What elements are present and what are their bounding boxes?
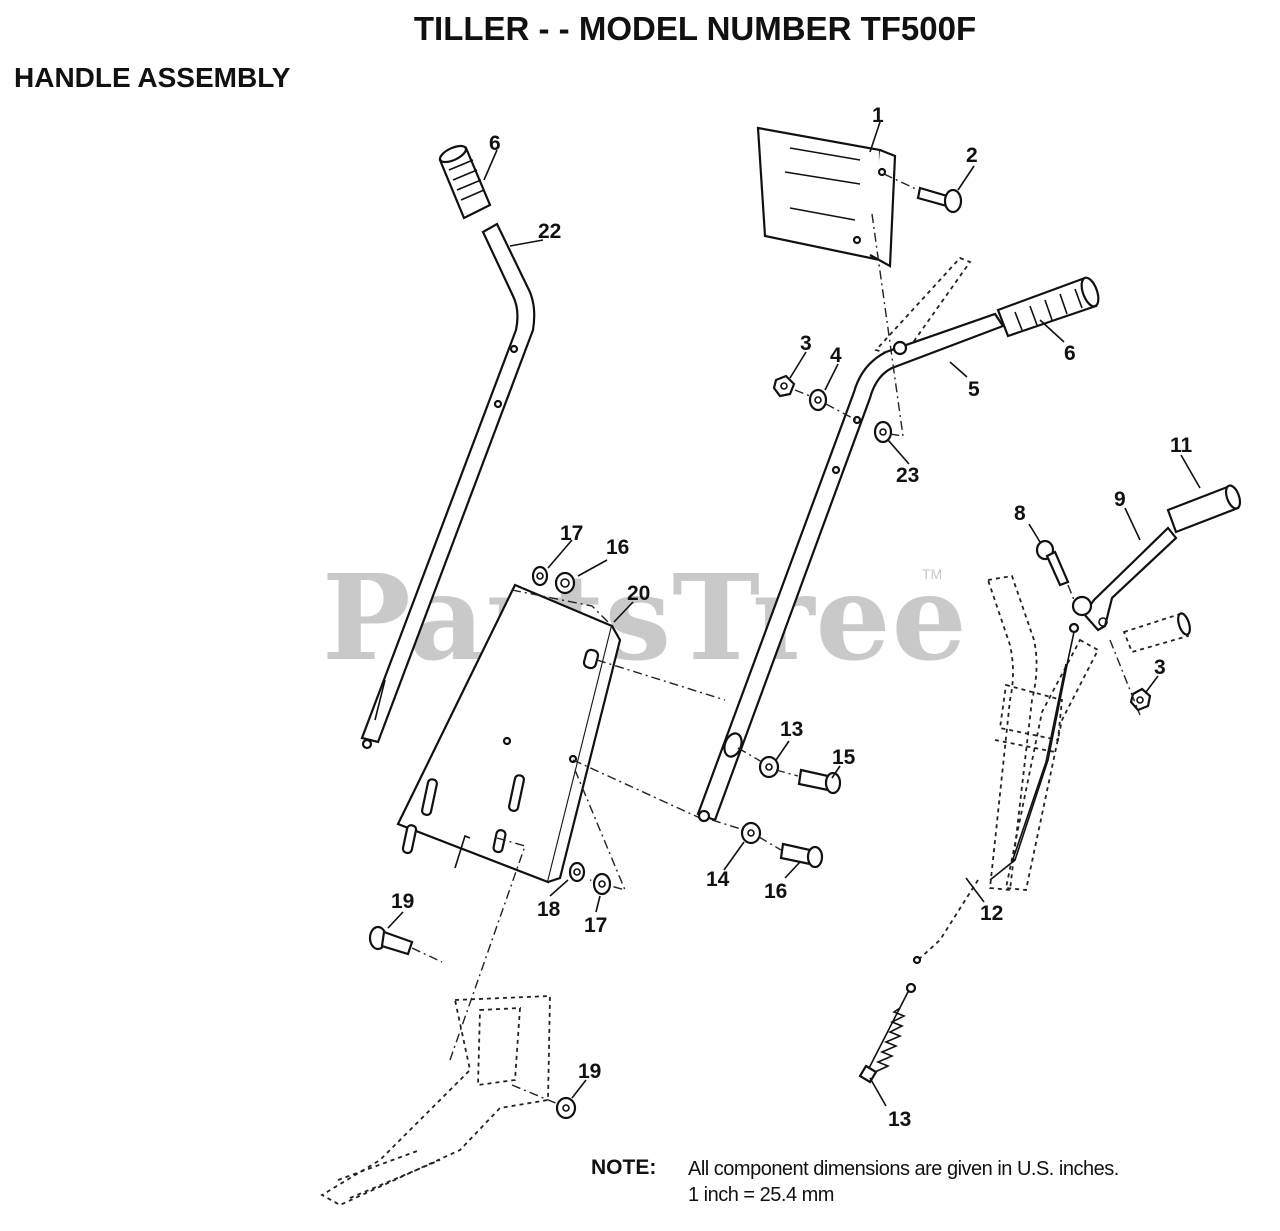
part-16-washer-bottom[interactable] — [592, 872, 612, 896]
callout-18: 19 — [578, 1060, 601, 1083]
part-15-bolt[interactable] — [779, 842, 824, 869]
callout-5: 5 — [968, 378, 980, 401]
note-text: All component dimensions are given in U.… — [688, 1156, 1119, 1208]
part-6-grip-right[interactable] — [996, 276, 1102, 338]
part-4-washer[interactable] — [808, 388, 828, 412]
part-2-bolt[interactable] — [916, 186, 963, 214]
grip-ghost-right — [1122, 612, 1191, 654]
tiller-frame-outline — [320, 995, 551, 1207]
part-19-bolt[interactable] — [368, 925, 414, 956]
callout-6-right: 6 — [1064, 342, 1076, 365]
part-16-washer-top[interactable] — [554, 571, 576, 595]
callout-14: 15 — [832, 746, 856, 769]
note-line-2: 1 inch = 25.4 mm — [688, 1184, 834, 1206]
part-23-washer[interactable] — [873, 420, 893, 444]
handle-ghost-outline — [986, 574, 1100, 891]
callout-17-top: 17 — [560, 522, 583, 545]
callout-2: 2 — [966, 144, 978, 167]
callout-3-right: 3 — [1154, 656, 1166, 679]
callout-15: 16 — [764, 880, 787, 903]
callout-6-left: 6 — [489, 132, 501, 155]
callout-1: 1 — [872, 104, 884, 127]
note-line-1: All component dimensions are given in U.… — [688, 1158, 1119, 1180]
watermark-trademark: TM — [922, 566, 943, 582]
part-5-right-handle[interactable] — [696, 312, 1005, 823]
callout-19: 19 — [391, 890, 414, 913]
callout-20: 20 — [627, 582, 650, 605]
part-3-nut-upper[interactable] — [772, 374, 796, 398]
part-1-panel[interactable] — [756, 126, 897, 268]
callout-12: 13 — [888, 1108, 911, 1131]
callout-labels: 6 22 1 2 3 4 6 5 23 11 9 8 3 12 13 13 15… — [391, 104, 1193, 1131]
part-7-bolt[interactable] — [1035, 539, 1070, 587]
callout-13-upper: 13 — [780, 718, 803, 741]
callout-11: 12 — [980, 902, 1003, 925]
callout-23: 23 — [896, 464, 919, 487]
callout-16-bottom: 17 — [584, 914, 607, 937]
part-22-left-handle[interactable] — [360, 222, 536, 750]
part-11-cable[interactable] — [912, 622, 1080, 965]
part-20-bracket[interactable] — [396, 583, 622, 884]
page-title: TILLER - - MODEL NUMBER TF500F — [413, 10, 977, 47]
part-17-washer-bottom[interactable] — [568, 861, 586, 883]
callout-9: 11 — [1170, 434, 1193, 457]
part-6-grip-left[interactable] — [438, 143, 492, 220]
note-label: NOTE: — [591, 1156, 657, 1179]
part-3-nut-right[interactable] — [1129, 687, 1152, 712]
callout-leaders — [387, 121, 1201, 1107]
callout-8: 9 — [1114, 488, 1126, 511]
part-14-bolt[interactable] — [797, 768, 842, 795]
part-13-washer-lower[interactable] — [740, 821, 762, 845]
callout-3-upper: 3 — [800, 332, 812, 355]
part-9-grip[interactable] — [1166, 484, 1243, 534]
section-title: HANDLE ASSEMBLY — [14, 62, 291, 93]
callout-4: 4 — [830, 344, 842, 367]
part-12-spring[interactable] — [858, 982, 917, 1084]
part-18-washer[interactable] — [555, 1096, 577, 1120]
part-13-washer-upper[interactable] — [758, 755, 780, 779]
part-17-washer-top[interactable] — [531, 565, 549, 587]
callout-22: 22 — [538, 220, 561, 243]
part-8-lever[interactable] — [1071, 526, 1178, 632]
callout-16-top: 16 — [606, 536, 629, 559]
callout-17-bottom: 18 — [537, 898, 561, 921]
callout-13-lower: 14 — [706, 868, 730, 891]
callout-7: 8 — [1014, 502, 1026, 525]
